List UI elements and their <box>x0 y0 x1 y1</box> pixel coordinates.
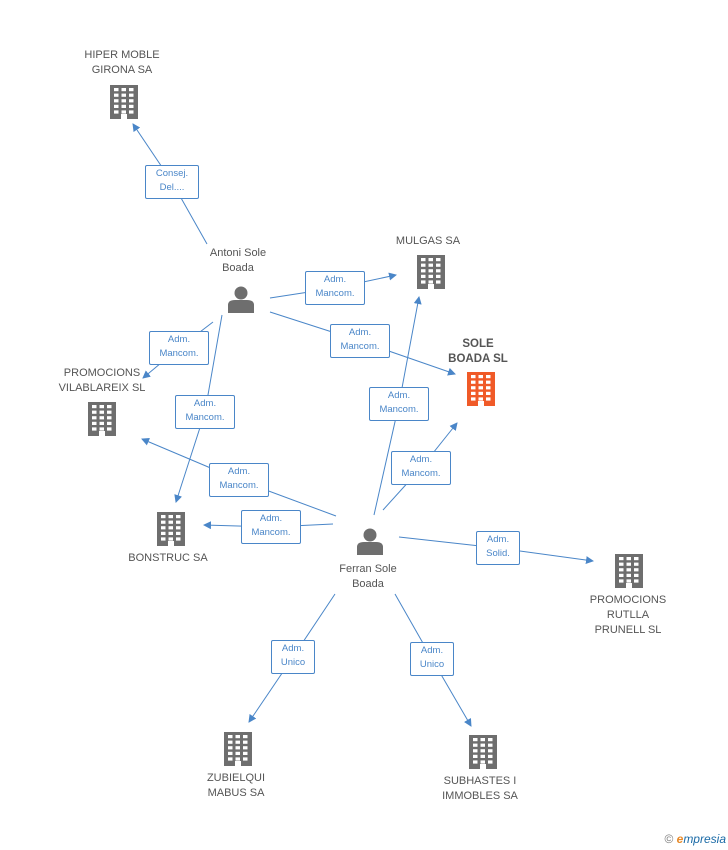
node-label-bonstruc: BONSTRUC SA <box>128 552 208 564</box>
building-icon-zubielqui[interactable] <box>224 732 252 766</box>
edge-label-ferran-zubielqui: Adm. Unico <box>271 640 315 674</box>
node-label-ferran: Ferran Sole Boada <box>339 563 397 590</box>
empresia-watermark[interactable]: © empresia <box>664 832 726 846</box>
building-icon-bonstruc[interactable] <box>157 512 185 546</box>
copyright-symbol: © <box>664 832 674 846</box>
edge-label-antoni-promocions-vilablareix: Adm. Mancom. <box>149 331 209 365</box>
edge-label-antoni-bonstruc: Adm. Mancom. <box>175 395 235 429</box>
node-label-zubielqui: ZUBIELQUI MABUS SA <box>206 772 266 799</box>
building-icon-promocions-vilablareix[interactable] <box>88 402 116 436</box>
edge-label-ferran-bonstruc: Adm. Mancom. <box>241 510 301 544</box>
edge-label-antoni-mulgas: Adm. Mancom. <box>305 271 365 305</box>
building-icon-sole-boada[interactable] <box>467 372 495 406</box>
node-label-mulgas: MULGAS SA <box>395 235 461 247</box>
node-label-sole-boada: SOLE BOADA SL <box>448 338 508 365</box>
building-icon-mulgas[interactable] <box>417 255 445 289</box>
node-label-antoni: Antoni Sole Boada <box>209 247 267 274</box>
edge-label-ferran-promocions-rutlla: Adm. Solid. <box>476 531 520 565</box>
person-icon-ferran[interactable] <box>357 528 383 556</box>
person-icon-antoni[interactable] <box>228 286 254 314</box>
edge-label-ferran-promocions-vilablareix: Adm. Mancom. <box>209 463 269 497</box>
edge-label-antoni-sole-boada: Adm. Mancom. <box>330 324 390 358</box>
building-icon-hiper-moble[interactable] <box>110 85 138 119</box>
edge-label-ferran-sole-boada: Adm. Mancom. <box>391 451 451 485</box>
node-label-hiper-moble: HIPER MOBLE GIRONA SA <box>84 49 160 76</box>
brand-initial: e <box>676 832 684 846</box>
edge-label-ferran-mulgas: Adm. Mancom. <box>369 387 429 421</box>
node-label-subhastes: SUBHASTES I IMMOBLES SA <box>442 775 518 802</box>
node-label-promocions-vilablareix: PROMOCIONS VILABLAREIX SL <box>58 367 146 394</box>
building-icon-promocions-rutlla[interactable] <box>615 554 643 588</box>
brand-name: mpresia <box>683 832 726 846</box>
edge-label-antoni-hiper-moble: Consej. Del.... <box>145 165 199 199</box>
building-icon-subhastes[interactable] <box>469 735 497 769</box>
node-label-promocions-rutlla: PROMOCIONS RUTLLA PRUNELL SL <box>589 594 667 636</box>
edge-label-ferran-subhastes: Adm. Unico <box>410 642 454 676</box>
